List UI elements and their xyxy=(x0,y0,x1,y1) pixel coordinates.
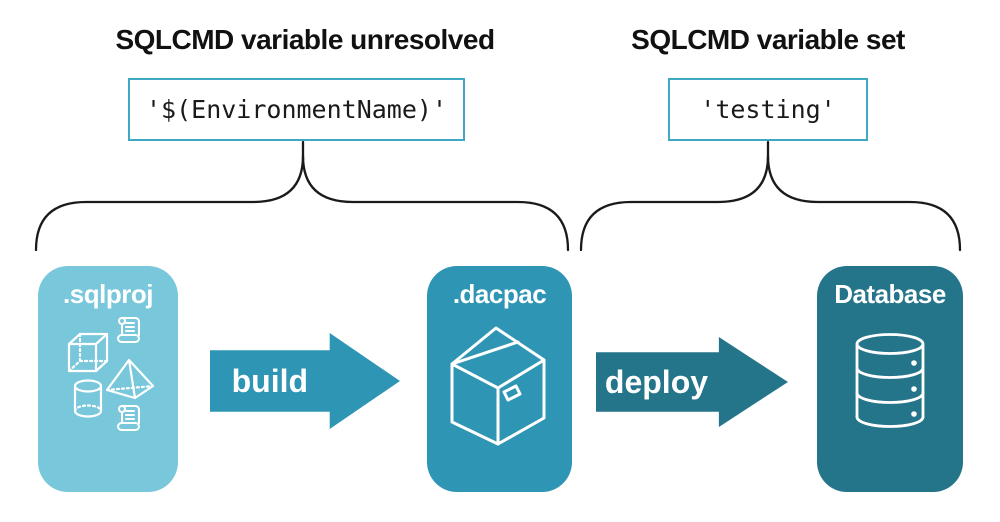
script-scroll-icon xyxy=(117,405,140,431)
cube-icon xyxy=(67,332,109,373)
build-arrow: build xyxy=(210,333,400,429)
db-dot xyxy=(911,360,917,366)
database-icon xyxy=(855,333,925,428)
code-value-set: 'testing' xyxy=(700,95,836,124)
node-database: Database xyxy=(817,266,963,492)
node-sqlproj: .sqlproj xyxy=(38,266,178,492)
database-cylinder xyxy=(855,333,925,428)
heading-unresolved: SQLCMD variable unresolved xyxy=(115,24,495,55)
db-dot xyxy=(911,386,917,392)
pyramid-icon xyxy=(105,358,155,400)
build-arrow-label: build xyxy=(231,362,309,399)
cylinder-icon xyxy=(73,379,103,418)
sql-objects-icon xyxy=(67,317,155,431)
db-dot xyxy=(911,411,917,417)
code-box-set: 'testing' xyxy=(668,78,868,141)
deploy-arrow: deploy xyxy=(596,337,788,427)
deploy-arrow-label: deploy xyxy=(604,363,709,400)
code-box-unresolved: '$(EnvironmentName)' xyxy=(128,78,465,141)
package-box xyxy=(450,326,546,446)
brace-left xyxy=(34,155,570,252)
node-dacpac-label: .dacpac xyxy=(452,279,547,309)
heading-set: SQLCMD variable set xyxy=(631,24,905,55)
node-database-label: Database xyxy=(834,279,946,309)
script-scroll-icon xyxy=(117,317,140,343)
code-value-unresolved: '$(EnvironmentName)' xyxy=(145,95,448,124)
node-sqlproj-label: .sqlproj xyxy=(63,279,153,309)
package-icon xyxy=(450,326,546,446)
brace-right xyxy=(579,155,962,252)
